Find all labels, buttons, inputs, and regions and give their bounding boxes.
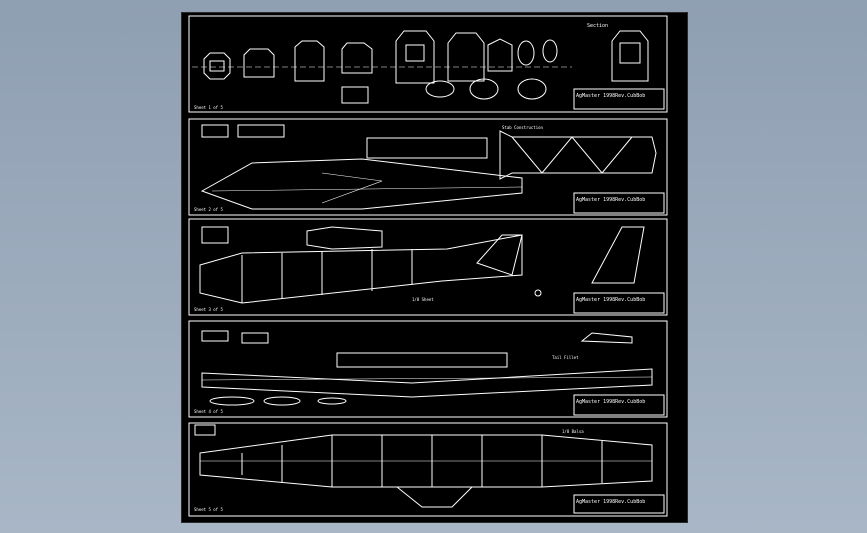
panel-5-title-block: AgMaster 1998Rev.CubBob xyxy=(576,499,645,505)
panel-3-title-block: AgMaster 1998Rev.CubBob xyxy=(576,297,645,303)
panel-1-label: Section xyxy=(587,23,608,29)
panel-2-label: Stab Construction xyxy=(502,125,544,130)
panel-1-sheet-id: Sheet 1 of 5 xyxy=(194,105,223,110)
panel-1-title-block: AgMaster 1998Rev.CubBob xyxy=(576,93,645,99)
panel-wing-parts: Tail Fillet Sheet 4 of 5 AgMaster 1998Re… xyxy=(188,320,668,418)
cad-drawing-sheet[interactable]: Section Sheet 1 of 5 AgMaster 1998Rev.Cu… xyxy=(181,12,688,523)
panel-wing-plan: 1/8 Balsa Sheet 5 of 5 AgMaster 1998Rev.… xyxy=(188,422,668,517)
panel-4-title-block: AgMaster 1998Rev.CubBob xyxy=(576,399,645,405)
panel-5-sheet-id: Sheet 5 of 5 xyxy=(194,507,223,512)
panel-4-label: Tail Fillet xyxy=(552,355,579,360)
panel-2-sheet-id: Sheet 2 of 5 xyxy=(194,207,223,212)
panel-3-sheet-id: Sheet 3 of 5 xyxy=(194,307,223,312)
panel-formers: Section Sheet 1 of 5 AgMaster 1998Rev.Cu… xyxy=(188,15,668,113)
panel-2-title-block: AgMaster 1998Rev.CubBob xyxy=(576,197,645,203)
panel-fuselage-top: Stab Construction Sheet 2 of 5 AgMaster … xyxy=(188,118,668,216)
panel-5-label: 1/8 Balsa xyxy=(562,429,584,434)
panel-4-sheet-id: Sheet 4 of 5 xyxy=(194,409,223,414)
panel-fuselage-side: 1/8 Sheet Sheet 3 of 5 AgMaster 1998Rev.… xyxy=(188,218,668,316)
drawing-canvas[interactable]: Section Sheet 1 of 5 AgMaster 1998Rev.Cu… xyxy=(182,13,687,522)
panel-3-label: 1/8 Sheet xyxy=(412,297,434,302)
